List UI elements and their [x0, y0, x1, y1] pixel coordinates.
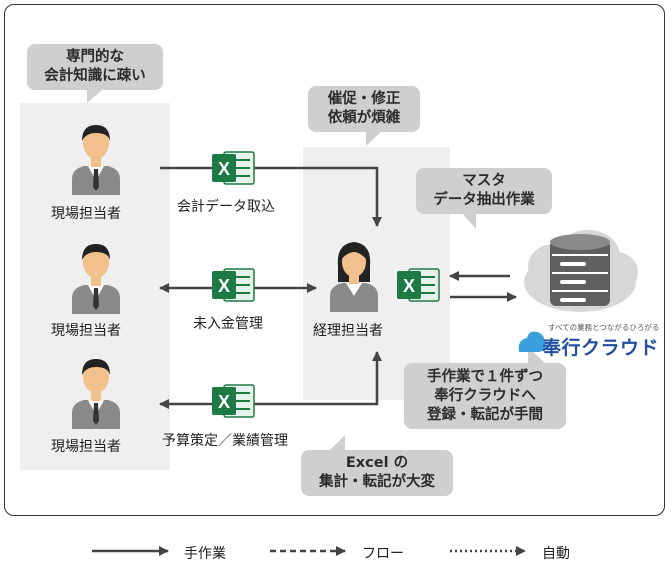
male-person-icon [72, 125, 120, 195]
logo-brand: 奉行クラウド [542, 337, 660, 359]
field-staff-label: 現場担当者 [51, 206, 121, 222]
import-label: 会計データ取込 [177, 199, 275, 215]
bubble-line: 依頼が煩雑 [327, 110, 401, 126]
excel-icon: X [397, 268, 440, 302]
master-data-bubble: マスタ データ抽出作業 [416, 168, 552, 229]
reminders-bubble: 催促・修正 依頼が煩雑 [308, 86, 420, 146]
bubble-line: Excel の [345, 455, 409, 471]
field-staff-label: 現場担当者 [51, 323, 121, 339]
legend-auto-label: 自動 [542, 546, 570, 562]
cloud-server-icon [524, 230, 638, 312]
female-person-icon [330, 242, 378, 312]
receivables-label: 未入金管理 [193, 316, 263, 332]
bubble-line: データ抽出作業 [433, 192, 535, 208]
cloud-mark-icon [518, 331, 546, 352]
bubble-line: 登録・転記が手間 [427, 406, 543, 423]
excel-aggregation-bubble: Excel の 集計・転記が大変 [301, 435, 453, 496]
bubble-line: 手作業で１件ずつ [427, 368, 543, 385]
bubble-line: 奉行クラウドへ [434, 387, 536, 404]
excel-icon: X [212, 268, 255, 302]
bubble-line: マスタ [462, 173, 506, 189]
male-person-icon [72, 244, 120, 314]
male-person-icon [72, 359, 120, 429]
bugyo-cloud-logo: すべての業務とつながるひろがる 奉行クラウド [517, 322, 660, 359]
svg-text:X: X [218, 276, 230, 296]
manual-entry-bubble: 手作業で１件ずつ 奉行クラウドへ 登録・転記が手間 [404, 347, 566, 429]
bubble-line: 集計・転記が大変 [319, 474, 435, 490]
budget-arrow [159, 351, 382, 409]
field-staff-label: 現場担当者 [51, 439, 121, 455]
accountant-label: 経理担当者 [313, 323, 383, 339]
logo-tagline: すべての業務とつながるひろがる [548, 323, 660, 332]
budget-label: 予算策定／業績管理 [162, 433, 288, 449]
svg-text:X: X [218, 159, 230, 179]
legend-flow-label: フロー [362, 546, 404, 562]
legend-manual-label: 手作業 [184, 546, 226, 562]
excel-icon: X [212, 151, 255, 185]
svg-text:X: X [403, 276, 415, 296]
excel-icon: X [212, 384, 255, 418]
bubble-line: 会計知識に疎い [44, 68, 146, 84]
svg-text:X: X [218, 392, 230, 412]
accounting-knowledge-bubble: 専門的な 会計知識に疎い [27, 44, 163, 103]
bubble-line: 専門的な [66, 49, 124, 65]
bubble-line: 催促・修正 [327, 91, 401, 107]
diagram-frame [4, 4, 665, 516]
